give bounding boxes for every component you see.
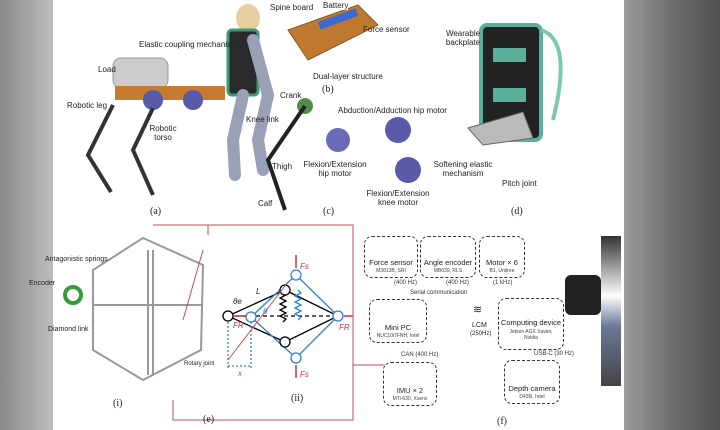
motor-name: Motor × 6 <box>486 258 518 267</box>
lcm-label: LCM <box>472 322 487 329</box>
caption-b: (b) <box>322 84 334 95</box>
caption-e: (e) <box>203 414 215 425</box>
angle-encoder-box: Angle encoder MB039, RLS <box>420 236 476 278</box>
imu-model: MTi-630, Xsens <box>392 396 428 402</box>
label-robotic-leg: Robotic leg <box>67 101 108 110</box>
force-sensor-box: Force sensor M3813B, SRI <box>364 236 418 278</box>
label-knee-link: Knee link <box>246 115 279 124</box>
backplate-illustration <box>467 23 563 146</box>
label-knee-fe-motor: Flexion/Extension knee motor <box>366 189 430 207</box>
diamond-schematic <box>222 255 353 378</box>
label-pitch-joint: Pitch joint <box>502 179 537 188</box>
motor-rate: (1 kHz) <box>493 280 513 286</box>
person-photo <box>601 236 621 386</box>
label-theta-e: θe <box>233 297 242 306</box>
label-L: L <box>256 287 261 296</box>
label-theta: θ <box>263 307 268 316</box>
label-encoder: Encoder <box>29 280 56 287</box>
computing-device-model: Jetson AGX Xavier, Nvidia <box>509 329 553 341</box>
force-sensor-name: Force sensor <box>369 258 413 267</box>
label-FR-right: FR <box>339 323 350 332</box>
figure-drawing <box>63 4 563 421</box>
wifi-icon: ≋ <box>473 304 483 316</box>
label-battery: Battery <box>323 1 349 10</box>
can-rate: CAN (400 Hz) <box>401 352 439 358</box>
motor-box: Motor × 6 B1, Unitree <box>479 236 525 278</box>
robot-photo <box>565 275 601 315</box>
figure: Elastic coupling mechanism Load Robotic … <box>29 0 624 430</box>
mini-pc-name: Mini PC <box>384 323 412 332</box>
computing-device-box: Computing device Jetson AGX Xavier, Nvid… <box>498 298 564 350</box>
robot-human-illustration <box>85 4 275 196</box>
caption-a: (a) <box>150 206 162 217</box>
depth-camera-name: Depth camera <box>508 384 556 393</box>
label-x: x <box>238 369 242 378</box>
label-load: Load <box>98 65 116 74</box>
usb-rate: USB-C (30 Hz) <box>534 351 575 357</box>
label-softening-elastic: Softening elastic mechanism <box>433 160 493 178</box>
angle-encoder-name: Angle encoder <box>423 258 473 267</box>
spine-board-illustration <box>287 4 379 61</box>
caption-e-ii: (ii) <box>291 393 304 404</box>
leg-illustration <box>265 98 421 211</box>
label-elastic-coupling: Elastic coupling mechanism <box>139 40 238 49</box>
encoder-rate: (400 Hz) <box>446 280 470 286</box>
serial-communication: Serial communication <box>410 290 468 296</box>
force-sensor-model: M3813B, SRI <box>376 268 406 274</box>
depth-camera-box: Depth camera D435i, Intel <box>504 360 560 404</box>
caption-d: (d) <box>511 206 523 217</box>
label-rotary-joint: Rotary joint <box>184 361 215 367</box>
left-margin <box>0 0 53 430</box>
label-thigh: Thigh <box>272 162 293 171</box>
caption-e-i: (i) <box>113 398 123 409</box>
mini-pc-model: NUC10i7FNH, Intel <box>376 333 420 339</box>
label-FR-left: FR <box>233 321 244 330</box>
label-hip-fe-motor: Flexion/Extension hip motor <box>303 160 367 178</box>
lcm-rate: (250Hz) <box>470 331 492 337</box>
label-spine-board: Spine board <box>270 3 314 12</box>
motor-model: B1, Unitree <box>489 268 515 274</box>
label-calf: Calf <box>258 199 273 208</box>
mini-pc-box: Mini PC NUC10i7FNH, Intel <box>369 299 427 343</box>
label-diamond-link: Diamond link <box>48 326 89 333</box>
caption-f: (f) <box>497 416 507 427</box>
label-crank: Crank <box>280 91 302 100</box>
label-robotic-torso: Robotic torso <box>149 124 177 142</box>
depth-camera-model: D435i, Intel <box>519 394 545 400</box>
label-force-sensor: Force sensor <box>363 25 410 34</box>
imu-name: IMU × 2 <box>396 386 424 395</box>
label-antagonistic-springs: Antagonistic springs <box>45 256 108 263</box>
label-hip-aa-motor: Abduction/Adduction hip motor <box>338 106 447 115</box>
force-sensor-rate: (400 Hz) <box>394 280 418 286</box>
computing-device-name: Computing device <box>500 318 562 327</box>
imu-box: IMU × 2 MTi-630, Xsens <box>383 362 437 406</box>
diamond-link-photo <box>63 236 205 382</box>
label-dual-layer: Dual-layer structure <box>313 72 383 81</box>
label-Fs-bottom: Fs <box>300 370 309 379</box>
label-Fs-top: Fs <box>300 262 309 271</box>
label-wearable-backplate: Wearable backplate <box>445 29 481 47</box>
caption-c: (c) <box>323 206 335 217</box>
angle-encoder-model: MB039, RLS <box>433 268 463 274</box>
right-margin <box>624 0 720 430</box>
